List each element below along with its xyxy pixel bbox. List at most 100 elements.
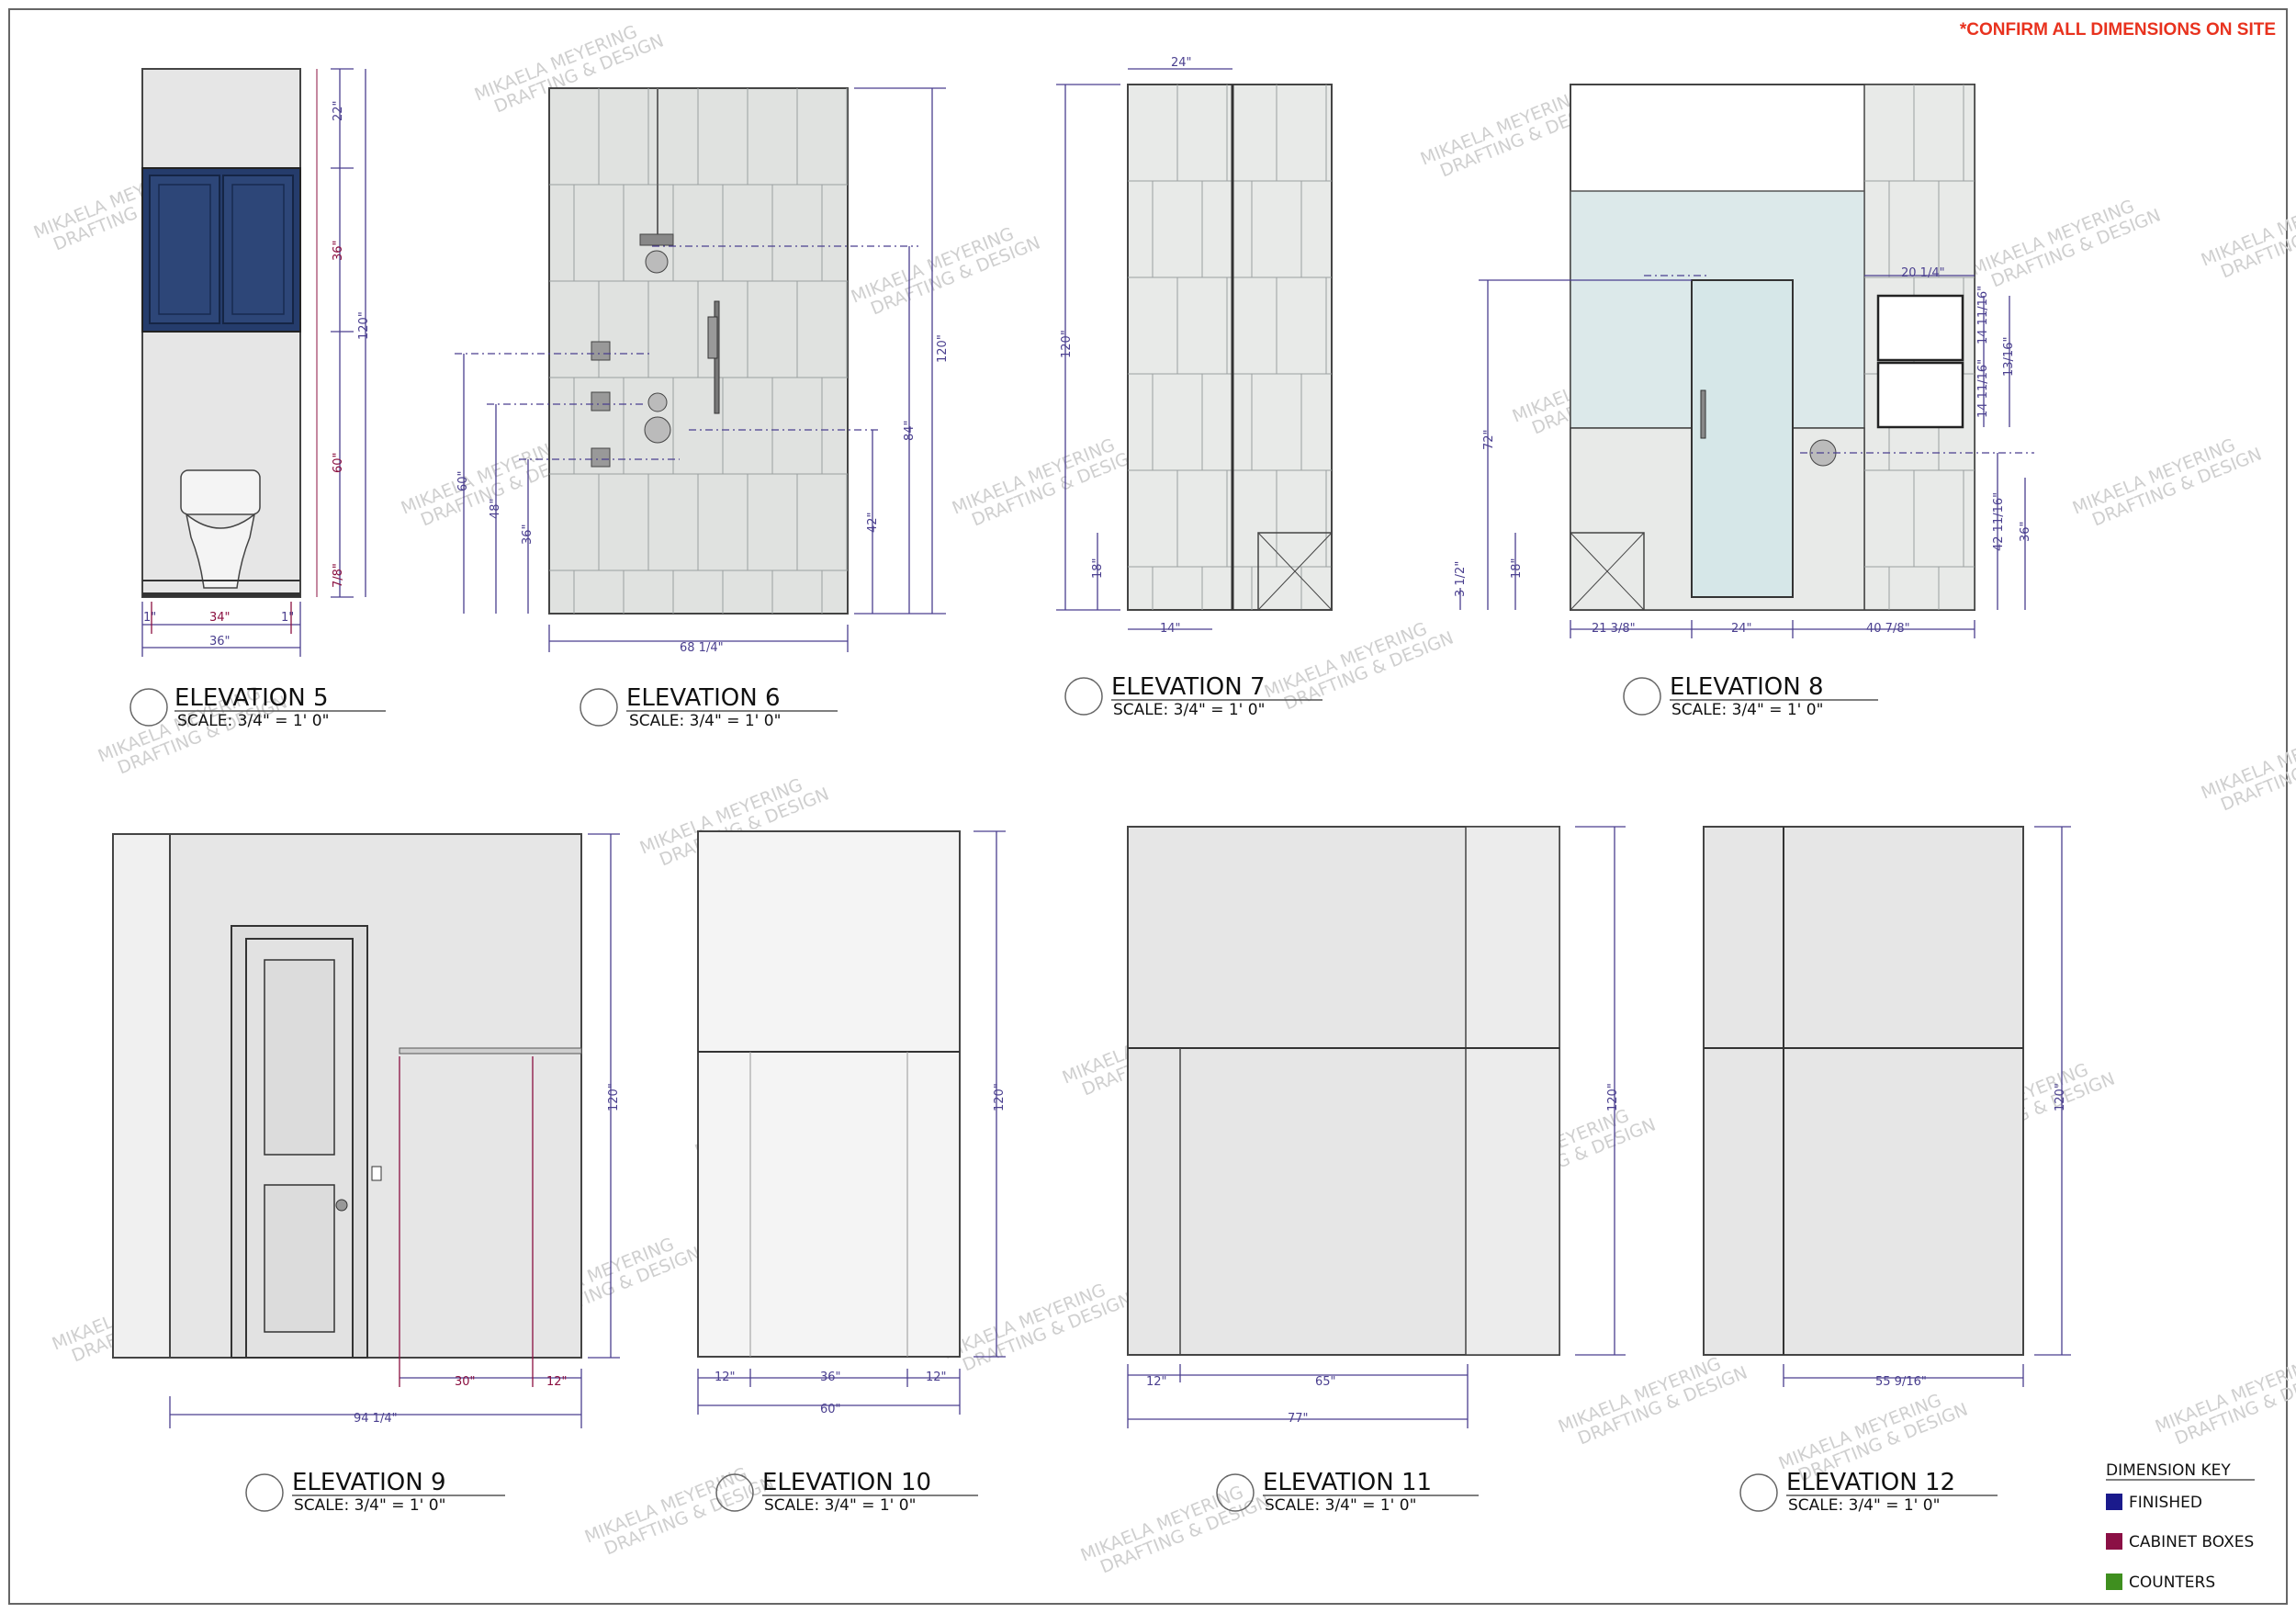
svg-text:SCALE: 3/4" = 1' 0": SCALE: 3/4" = 1' 0" bbox=[177, 712, 329, 730]
svg-text:48": 48" bbox=[489, 498, 502, 519]
elevation-8-dimensions bbox=[1459, 275, 2034, 638]
watermark-text: MIKAELA MEYERINGDRAFTING & DESIGN bbox=[1262, 611, 1457, 719]
svg-text:84": 84" bbox=[903, 420, 917, 441]
svg-text:SCALE: 3/4" = 1' 0": SCALE: 3/4" = 1' 0" bbox=[1265, 1496, 1416, 1515]
svg-text:77": 77" bbox=[1288, 1412, 1309, 1426]
svg-text:120": 120" bbox=[993, 1083, 1007, 1111]
svg-text:12": 12" bbox=[1146, 1375, 1167, 1389]
elevation-8-drawing bbox=[1570, 84, 1975, 611]
elevation-9-title: ELEVATION 9 SCALE: 3/4" = 1' 0" bbox=[245, 1469, 505, 1515]
body-jet-1 bbox=[591, 341, 611, 361]
shelf bbox=[399, 1047, 582, 1055]
svg-text:13/16": 13/16" bbox=[2002, 337, 2016, 377]
handshower bbox=[707, 316, 718, 359]
svg-text:40 7/8": 40 7/8" bbox=[1866, 622, 1910, 636]
watermark-text: MIKAELA MEYERINGDRAFTING & DESIGN bbox=[1078, 1474, 1273, 1583]
svg-text:CABINET BOXES: CABINET BOXES bbox=[2129, 1533, 2254, 1551]
svg-text:24": 24" bbox=[1731, 622, 1752, 636]
svg-text:36": 36" bbox=[209, 635, 231, 649]
legend-title: DIMENSION KEY bbox=[2106, 1461, 2231, 1480]
svg-text:SCALE: 3/4" = 1' 0": SCALE: 3/4" = 1' 0" bbox=[629, 712, 781, 730]
elevation-12-title: ELEVATION 12 SCALE: 3/4" = 1' 0" bbox=[1739, 1469, 1998, 1515]
svg-text:12": 12" bbox=[715, 1370, 736, 1384]
watermark-text: MIKAELA MEYERINGDRAFTING & DESIGN bbox=[1969, 188, 2164, 297]
svg-text:1": 1" bbox=[281, 611, 294, 625]
svg-text:14 11/16": 14 11/16" bbox=[1976, 286, 1990, 344]
svg-text:SCALE: 3/4" = 1' 0": SCALE: 3/4" = 1' 0" bbox=[1671, 701, 1823, 719]
elevation-11-dim-text: 120" 12" 65" 77" bbox=[1146, 1083, 1620, 1426]
svg-text:SCALE: 3/4" = 1' 0": SCALE: 3/4" = 1' 0" bbox=[764, 1496, 916, 1515]
elevation-8-title: ELEVATION 8 SCALE: 3/4" = 1' 0" bbox=[1623, 673, 1878, 719]
svg-text:36": 36" bbox=[332, 240, 345, 261]
door-panel-upper bbox=[264, 959, 335, 1156]
elevation-5-dim-text: 22" 36" 120" 60" 7/8" 1" 34" 1" 36" bbox=[143, 100, 371, 649]
elevation-6-drawing bbox=[548, 87, 849, 615]
floor-line bbox=[142, 592, 300, 597]
svg-text:120": 120" bbox=[357, 311, 371, 340]
elevation-10-title: ELEVATION 10 SCALE: 3/4" = 1' 0" bbox=[715, 1469, 978, 1515]
elevation-12-drawing bbox=[1703, 826, 2024, 1356]
svg-text:SCALE: 3/4" = 1' 0": SCALE: 3/4" = 1' 0" bbox=[1113, 701, 1265, 719]
toilet-bowl bbox=[185, 513, 256, 589]
elevation-11-drawing bbox=[1127, 826, 1560, 1356]
svg-text:68 1/4": 68 1/4" bbox=[680, 641, 724, 655]
showerhead-icon bbox=[645, 250, 669, 274]
elevation-7-dimensions bbox=[1056, 68, 1232, 630]
svg-text:120": 120" bbox=[607, 1083, 621, 1111]
valve-control-2 bbox=[644, 416, 671, 444]
elevation-8-dim-text: 20 1/4" 14 11/16" 14 11/16" 13/16" 72" 1… bbox=[1454, 266, 2032, 636]
wall-side bbox=[112, 833, 171, 1359]
elevation-9-dimensions bbox=[169, 833, 620, 1428]
svg-text:34": 34" bbox=[209, 611, 231, 625]
elevation-7-dim-text: 24" 120" 18" 14" bbox=[1060, 56, 1192, 636]
sheet-border bbox=[8, 8, 2288, 1605]
svg-text:FINISHED: FINISHED bbox=[2129, 1494, 2202, 1512]
watermark-text: MIKAELA MEYERINGDRAFTING & DESIGN bbox=[950, 427, 1144, 536]
svg-text:18": 18" bbox=[1091, 558, 1105, 579]
dimension-key-legend: DIMENSION KEY FINISHED CABINET BOXES COU… bbox=[2106, 1461, 2255, 1592]
elevation-6-dimensions bbox=[455, 87, 946, 652]
svg-text:COUNTERS: COUNTERS bbox=[2129, 1574, 2215, 1592]
svg-text:55 9/16": 55 9/16" bbox=[1875, 1375, 1927, 1389]
wall-panel bbox=[141, 68, 301, 598]
svg-text:36": 36" bbox=[2019, 521, 2032, 542]
elevation-6-dim-text: 120" 84" 42" 60" 48" 36" 68 1/4" bbox=[456, 334, 950, 655]
svg-text:1": 1" bbox=[143, 611, 156, 625]
light-switch-icon bbox=[371, 1166, 382, 1181]
wall-tile bbox=[1127, 84, 1333, 611]
toilet-tank bbox=[180, 469, 261, 515]
svg-text:18": 18" bbox=[1510, 558, 1524, 579]
door-panel-lower bbox=[264, 1184, 335, 1333]
svg-text:60": 60" bbox=[456, 470, 470, 491]
svg-text:120": 120" bbox=[2054, 1083, 2067, 1111]
svg-text:ELEVATION 8: ELEVATION 8 bbox=[1670, 673, 1824, 701]
door-knob-icon bbox=[335, 1199, 348, 1212]
elevation-9-drawing bbox=[112, 833, 582, 1359]
svg-text:24": 24" bbox=[1171, 56, 1192, 70]
watermark-text: MIKAELA MEYERINGDRAFTING & DESIGN bbox=[2070, 427, 2265, 536]
elevation-9-dim-text: 120" 30" 12" 94 1/4" bbox=[354, 1083, 621, 1426]
svg-text:21 3/8": 21 3/8" bbox=[1592, 622, 1636, 636]
body-jet-3 bbox=[591, 447, 611, 468]
bench-niche bbox=[1257, 532, 1333, 611]
svg-text:ELEVATION 10: ELEVATION 10 bbox=[762, 1469, 931, 1496]
cabinet-door-right bbox=[222, 175, 294, 324]
svg-text:ELEVATION 5: ELEVATION 5 bbox=[174, 684, 329, 712]
watermark-text: MIKAELA MEYERINGDRAFTING & DESIGN bbox=[2199, 712, 2296, 820]
bench bbox=[1570, 532, 1645, 611]
elevation-5-title: ELEVATION 5 SCALE: 3/4" = 1' 0" bbox=[129, 684, 386, 730]
elevation-marker bbox=[129, 688, 168, 727]
cabinet-panel-right bbox=[231, 184, 285, 315]
watermark-text: MIKAELA MEYERINGDRAFTING & DESIGN bbox=[582, 1456, 777, 1564]
watermark-text: MIKAELA MEYERINGDRAFTING & DESIGN bbox=[2153, 1346, 2296, 1454]
svg-text:36": 36" bbox=[521, 524, 535, 545]
svg-text:7/8": 7/8" bbox=[332, 563, 345, 588]
svg-text:SCALE: 3/4" = 1' 0": SCALE: 3/4" = 1' 0" bbox=[1788, 1496, 1940, 1515]
elevation-7-drawing bbox=[1127, 84, 1333, 611]
svg-text:20 1/4": 20 1/4" bbox=[1901, 266, 1945, 280]
confirm-dimensions-note: *CONFIRM ALL DIMENSIONS ON SITE bbox=[1960, 20, 2276, 39]
svg-text:30": 30" bbox=[455, 1375, 476, 1389]
svg-text:72": 72" bbox=[1482, 429, 1496, 450]
svg-text:SCALE: 3/4" = 1' 0": SCALE: 3/4" = 1' 0" bbox=[294, 1496, 445, 1515]
door-handle bbox=[1700, 389, 1706, 439]
